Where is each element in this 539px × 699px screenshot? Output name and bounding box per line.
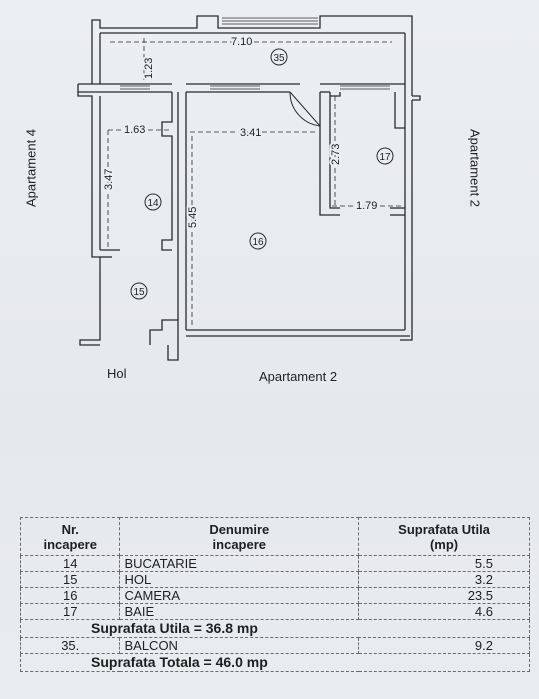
header-name-line1: Denumire [209, 522, 270, 537]
label-apartament-2-right: Apartament 2 [467, 128, 483, 208]
dim-bath-length: 2.73 [330, 144, 342, 165]
grand-total-row: Suprafata Totala = 46.0 mp [20, 653, 530, 672]
header-name: Denumire incapere [119, 517, 360, 556]
usable-total-row: Suprafata Utila = 36.8 mp [20, 619, 530, 638]
header-name-line2: incapere [212, 537, 267, 552]
balcony-nr: 35. [19, 637, 121, 654]
row-nr: 14 [19, 555, 121, 572]
dim-kitchen-length: 3.47 [103, 169, 115, 190]
dim-room-width: 3.41 [240, 127, 261, 139]
dim-room-length: 5.45 [187, 207, 199, 228]
room-number-balcony: 35 [273, 53, 285, 64]
row-name: BAIE [119, 603, 360, 620]
interior-walls [100, 92, 405, 330]
floor-plan: 7.10 1.23 1.63 3.47 3.41 5.45 2.73 1.79 … [77, 15, 421, 361]
area-table: Nr. incapere Denumire incapere Suprafata… [19, 517, 530, 672]
row-name: CAMERA [119, 587, 360, 604]
room-number-room: 16 [252, 237, 264, 248]
header-nr-line1: Nr. [61, 522, 79, 537]
balcony-area: 9.2 [358, 637, 530, 654]
row-name: HOL [119, 571, 360, 588]
header-area: Suprafata Utila (mp) [358, 517, 530, 556]
dim-balcony-length: 7.10 [231, 36, 252, 48]
row-nr: 16 [19, 587, 121, 604]
row-name: BUCATARIE [119, 555, 360, 572]
label-apartament-4: Apartament 4 [23, 128, 39, 208]
header-area-line1: Suprafata Utila [398, 522, 490, 537]
dim-kitchen-width: 1.63 [124, 124, 145, 136]
row-area: 3.2 [358, 571, 530, 588]
outer-walls [77, 15, 421, 361]
row-nr: 17 [19, 603, 121, 620]
balcony-name: BALCON [119, 637, 360, 654]
door-swing [289, 91, 321, 127]
balcony-row: 35. BALCON 9.2 [19, 637, 530, 654]
dim-bath-width: 1.79 [356, 200, 377, 212]
room-number-kitchen: 14 [147, 198, 159, 209]
table-row: 14 BUCATARIE 5.5 [19, 555, 530, 572]
dim-balcony-depth: 1.23 [143, 58, 155, 79]
header-area-line2: (mp) [429, 537, 459, 552]
table-row: 17 BAIE 4.6 [19, 603, 530, 620]
dimension-lines [107, 38, 402, 326]
room-number-hall: 15 [133, 287, 145, 298]
grand-total: Suprafata Totala = 46.0 mp [20, 653, 530, 672]
label-hol: Hol [107, 366, 127, 381]
table-header-row: Nr. incapere Denumire incapere Suprafata… [19, 517, 530, 556]
windows [120, 17, 390, 90]
row-nr: 15 [19, 571, 121, 588]
table-row: 15 HOL 3.2 [19, 571, 530, 588]
table-row: 16 CAMERA 23.5 [19, 587, 530, 604]
room-number-circles [130, 48, 394, 300]
room-number-bath: 17 [379, 152, 391, 163]
row-area: 23.5 [358, 587, 530, 604]
usable-total: Suprafata Utila = 36.8 mp [20, 619, 530, 638]
header-nr-line2: incapere [43, 537, 97, 552]
row-area: 4.6 [358, 603, 530, 620]
label-apartament-2-bottom: Apartament 2 [259, 369, 338, 384]
row-area: 5.5 [358, 555, 530, 572]
header-nr: Nr. incapere [19, 517, 121, 556]
